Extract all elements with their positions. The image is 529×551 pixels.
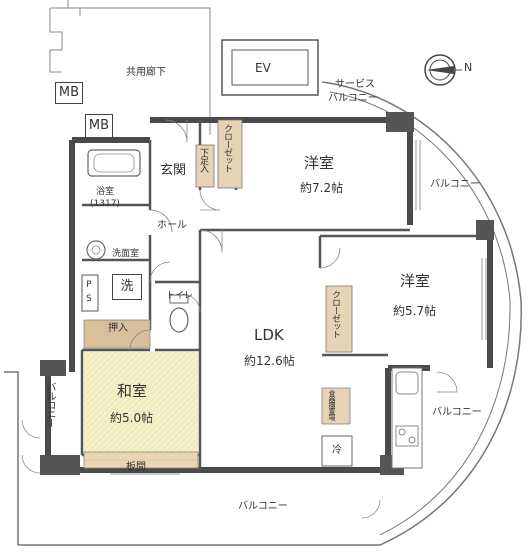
- elevator-label: EV: [255, 61, 271, 75]
- western-room-1-name: 洋室: [304, 154, 335, 172]
- western-room-2-name: 洋室: [400, 272, 431, 290]
- compass-icon: [424, 54, 462, 86]
- entrance-label: 玄関: [160, 163, 187, 178]
- bath-label: 浴室: [96, 187, 115, 197]
- western-room-2-area: 約5.7帖: [393, 304, 437, 318]
- washer-space: 洗: [112, 274, 142, 300]
- japanese-room-area: 約5.0帖: [110, 411, 154, 425]
- meter-box-1: MB: [55, 82, 83, 104]
- western-room-1-area: 約7.2帖: [300, 181, 344, 195]
- toilet-label: トイレ: [166, 291, 194, 301]
- closet-middle-label: クローゼット: [330, 290, 340, 338]
- fridge-label: 冷: [332, 445, 342, 456]
- balcony-east-label: バルコニー: [430, 179, 480, 190]
- meter-box-2: MB: [85, 114, 113, 138]
- common-corridor-label: 共用廊下: [126, 67, 166, 78]
- storage-label: 押入: [108, 323, 128, 334]
- washroom-label: 洗面室: [112, 249, 140, 259]
- service-balcony-label-1: サービス: [335, 79, 375, 90]
- service-balcony-label-2: バルコニー: [328, 93, 378, 104]
- pantry-label: 食器棚置場: [328, 390, 336, 420]
- japanese-room-name: 和室: [117, 382, 148, 400]
- pipe-space-label: PS: [84, 280, 94, 308]
- balcony-southeast-label: バルコニー: [432, 407, 482, 418]
- balcony-south-label: バルコニー: [238, 501, 288, 512]
- balcony-west-label: バルコニー: [44, 382, 55, 427]
- hall-label: ホール: [157, 220, 187, 231]
- shoe-closet-label: 下足入: [198, 148, 208, 172]
- closet-north-label: クローゼット: [222, 124, 232, 172]
- ldk-area: 約12.6帖: [244, 354, 295, 368]
- compass-north-label: N: [464, 61, 473, 74]
- wooden-floor-label: 板間: [126, 462, 146, 473]
- ldk-name: LDK: [254, 326, 284, 344]
- bath-size: (1317): [90, 199, 120, 209]
